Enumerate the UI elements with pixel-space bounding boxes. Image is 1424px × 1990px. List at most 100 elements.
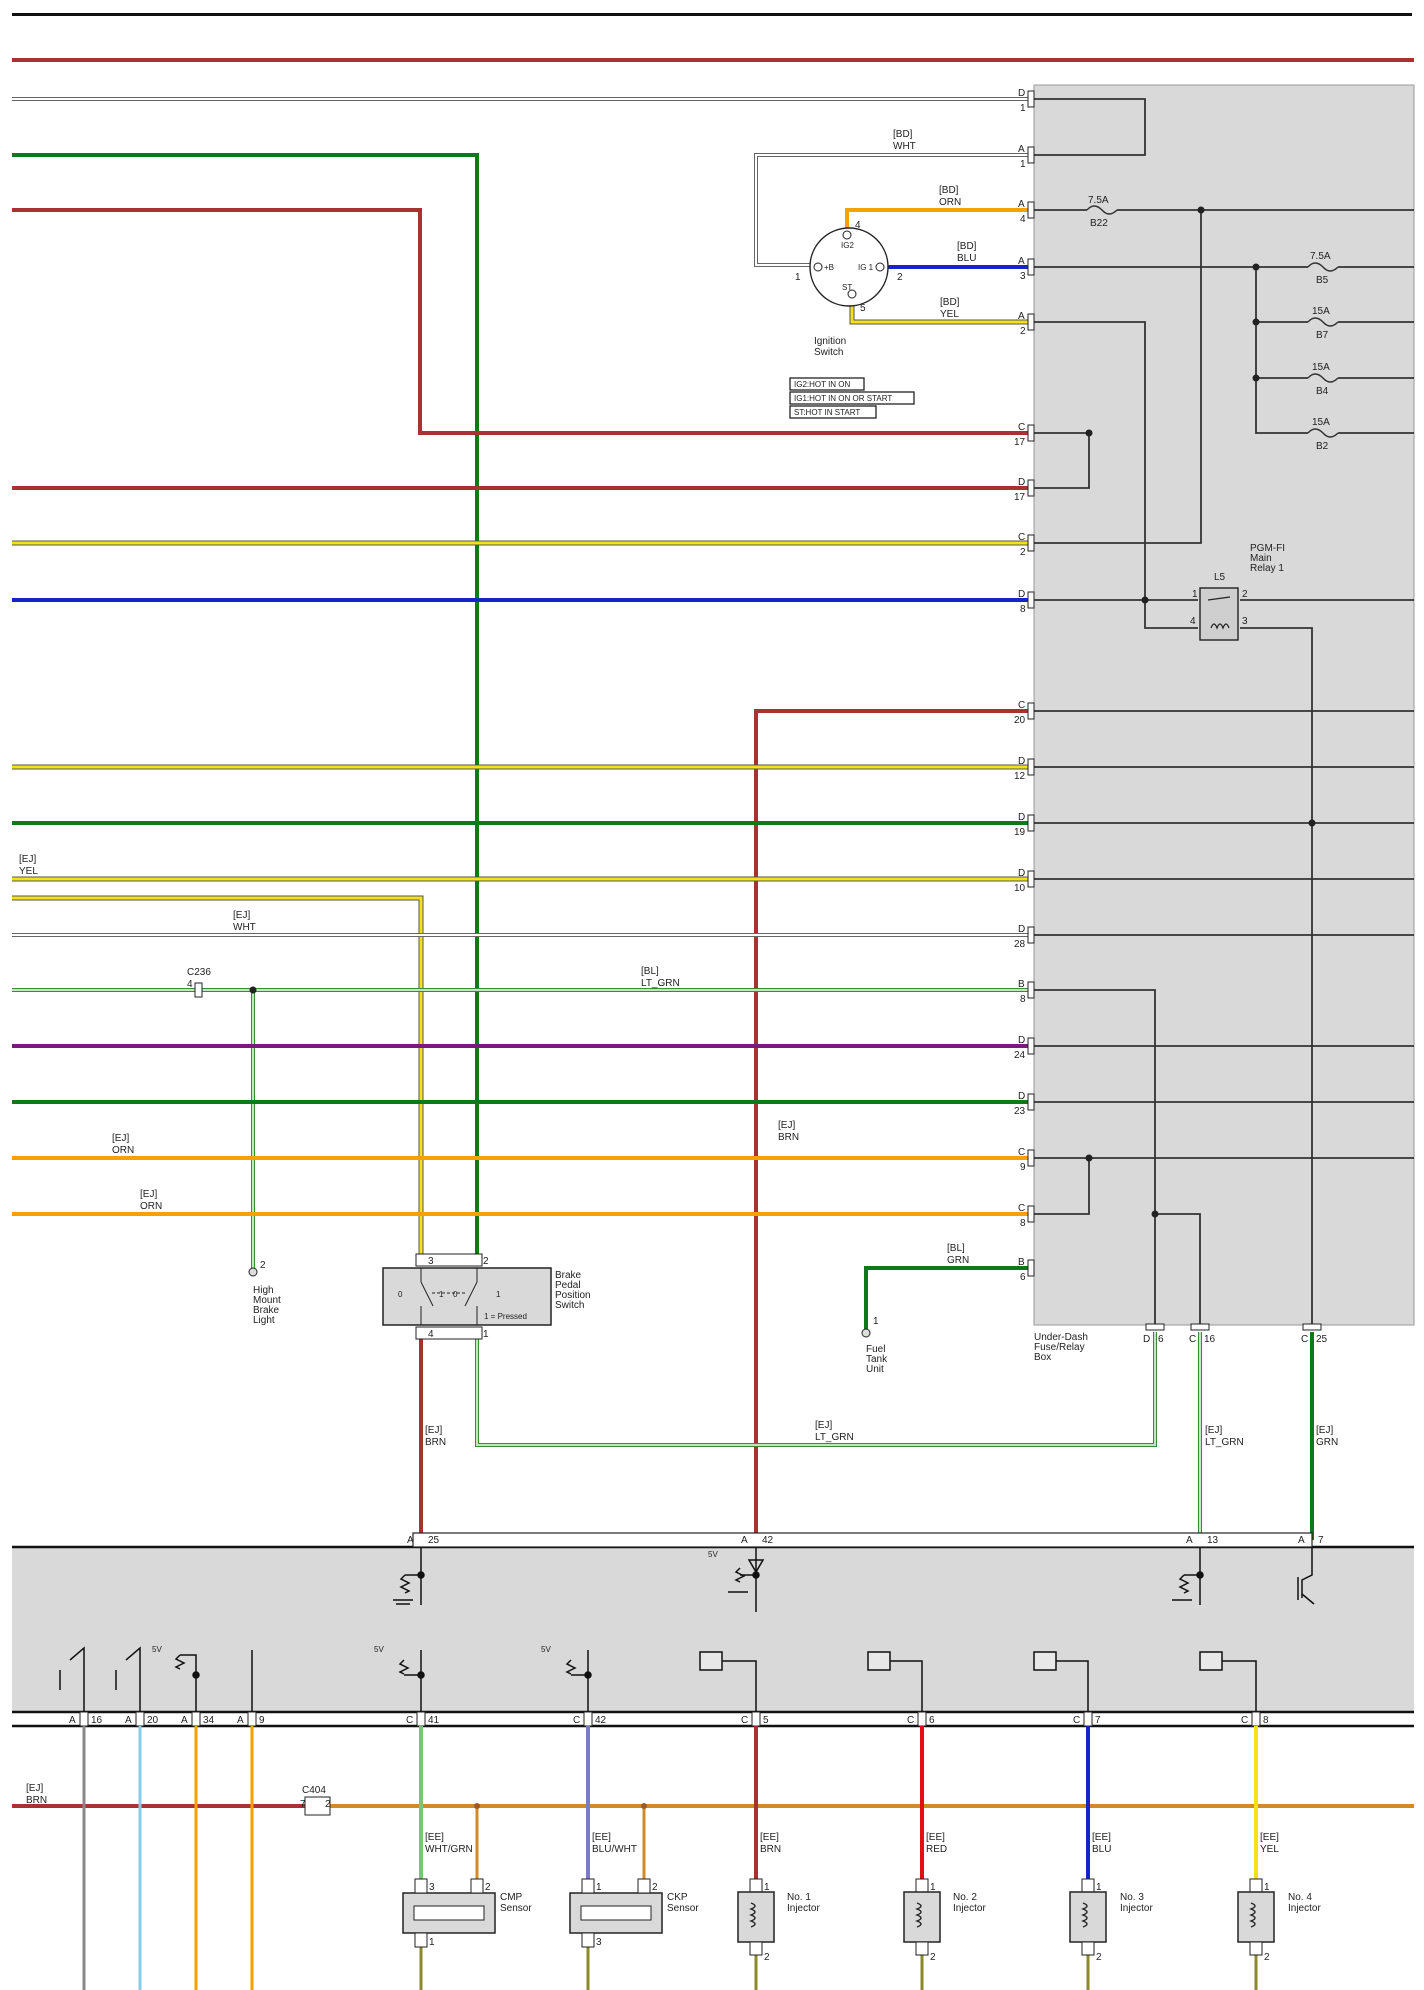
cmp-pin-2: 2 <box>485 1882 491 1893</box>
ignition-switch-body <box>809 227 889 307</box>
inj4-pin-2: 2 <box>1264 1952 1270 1963</box>
ignition-note-3-box <box>789 405 877 419</box>
fuse-box-terminal-conn: D <box>1018 924 1025 935</box>
ecm-bottom-terminal <box>917 1711 927 1727</box>
ecm-bottom-terminal-conn: A <box>237 1715 244 1726</box>
fuse-b7-amp: 15A <box>1312 306 1330 317</box>
fuse-box-terminal-pin: 2 <box>1020 547 1026 558</box>
fuse-b22-amp: 7.5A <box>1088 195 1109 206</box>
fuse-box-terminal-conn: C <box>1018 1203 1025 1214</box>
ckp-pin-1: 1 <box>596 1882 602 1893</box>
injector-body <box>903 1878 941 1956</box>
inj1-wire-2: BRN <box>760 1844 781 1855</box>
label-bd-orn-1: [BD] <box>939 185 959 196</box>
fuse-box-terminal-pin: 1 <box>1020 103 1026 114</box>
label-ej-brn-sw-2: BRN <box>425 1437 446 1448</box>
ignition-name-1: Ignition <box>814 336 846 347</box>
ecm-top-connector <box>412 1532 1313 1548</box>
relay-name-3: Relay 1 <box>1250 563 1284 574</box>
fuse-box-terminal-conn: A <box>1018 256 1025 267</box>
fuse-box-terminal <box>1027 146 1035 164</box>
fuse-box-terminal <box>1027 814 1035 832</box>
ecm-top-terminals: A 25 A 42 A 13 A 7 <box>407 1535 1324 1546</box>
brake-switch-top-conn <box>415 1253 483 1267</box>
ignition-note-3: ST:HOT IN START <box>794 408 860 417</box>
inj1-pin-1: 1 <box>764 1882 770 1893</box>
ckp-name-1: CKP <box>667 1892 688 1903</box>
relay-pin-1: 1 <box>1192 589 1198 600</box>
cmp-junction <box>474 1803 480 1809</box>
inj4-name-1: No. 4 <box>1288 1892 1312 1903</box>
fuse-box-terminal-pin: 3 <box>1020 271 1026 282</box>
inj1-name-2: Injector <box>787 1903 820 1914</box>
inj3-name-2: Injector <box>1120 1903 1153 1914</box>
cmp-name-2: Sensor <box>500 1903 532 1914</box>
ckp-wire-1: [EE] <box>592 1832 611 1843</box>
label-ej-brn-sw-1: [EJ] <box>425 1425 442 1436</box>
ignition-pin-st: 5 <box>860 303 866 314</box>
fuse-box-name-3: Box <box>1034 1352 1051 1363</box>
injector-drivers <box>699 1651 1257 1712</box>
ecm-5v-a34: 5V <box>152 1645 162 1654</box>
ecm-bottom-terminal-conn: A <box>181 1715 188 1726</box>
brake-switch-body <box>382 1267 552 1326</box>
c236-connector <box>194 982 203 998</box>
ecm-bottom-terminal-pin: 41 <box>428 1715 440 1726</box>
fuse-box-terminal <box>1027 702 1035 720</box>
fuse-box-terminal <box>1027 1205 1035 1223</box>
inj3-pin-2: 2 <box>1096 1952 1102 1963</box>
inj4-wire-2: YEL <box>1260 1844 1279 1855</box>
label-bl-grn-2: GRN <box>947 1255 969 1266</box>
cmp-sensor <box>402 1878 496 1948</box>
fuse-box-terminal-pin: 20 <box>1014 715 1026 726</box>
fuse-box-terminal-conn: B <box>1018 1257 1025 1268</box>
label-bd-wht-2: WHT <box>893 141 916 152</box>
ecm-internal-bottom <box>59 1646 592 1712</box>
label-ej-ltgrn-h-1: [EJ] <box>815 1420 832 1431</box>
ecm-bottom-terminal-conn: C <box>741 1715 748 1726</box>
ecm-bottom-terminal-pin: 6 <box>929 1715 935 1726</box>
fuse-box-terminal <box>1027 1037 1035 1055</box>
fuse-box-terminal-pin: 4 <box>1020 214 1026 225</box>
brake-switch-name-4: Switch <box>555 1300 584 1311</box>
c404-pin-7: 7 <box>300 1799 306 1810</box>
fuse-box-terminal <box>1027 1093 1035 1111</box>
label-ej-orn1-1: [EJ] <box>112 1133 129 1144</box>
brake-switch-contact-1a: 1 <box>439 1290 444 1299</box>
fuse-b2-amp: 15A <box>1312 417 1330 428</box>
ecm-top-a13-conn: A <box>1186 1535 1193 1546</box>
ecm-bottom-terminal-conn: C <box>573 1715 580 1726</box>
ecm-bottom-terminal <box>1251 1711 1261 1727</box>
ecm-bottom-terminal <box>191 1711 201 1727</box>
fuse-box-terminal-pin: 6 <box>1020 1272 1026 1283</box>
label-ej-wht-2: WHT <box>233 922 256 933</box>
ignition-pin-b: 1 <box>795 272 801 283</box>
ecm-top-a25-conn: A <box>407 1535 414 1546</box>
inj1-name-1: No. 1 <box>787 1892 811 1903</box>
label-bd-yel-1: [BD] <box>940 297 960 308</box>
wire-ltgrn-sw-d6-in <box>476 1332 1156 1446</box>
ignition-wire-labels: [BD] WHT [BD] ORN [BD] BLU [BD] YEL <box>893 129 977 320</box>
ecm-bottom-terminal <box>79 1711 89 1727</box>
fuse-box-terminal-conn: C <box>1018 532 1025 543</box>
label-ej-orn2-2: ORN <box>140 1201 162 1212</box>
inj2-pin-2: 2 <box>930 1952 936 1963</box>
fuse-box-terminal-pin: 17 <box>1014 437 1026 448</box>
label-bd-yel-2: YEL <box>940 309 959 320</box>
inj3-pin-1: 1 <box>1096 1882 1102 1893</box>
fuse-box-terminal-conn: D <box>1018 589 1025 600</box>
ecm-bottom-terminal <box>247 1711 257 1727</box>
fuse-b22-id: B22 <box>1090 218 1108 229</box>
left-wire-labels: [EJ] YEL [EJ] WHT [BL] LT_GRN [EJ] BRN [… <box>19 854 1338 1806</box>
inj2-name-2: Injector <box>953 1903 986 1914</box>
fuse-b2-id: B2 <box>1316 441 1329 452</box>
fuse-box-terminal <box>1027 90 1035 108</box>
fuse-box-terminal-conn: D <box>1018 88 1025 99</box>
ecm-top-a13-pin: 13 <box>1207 1535 1219 1546</box>
fuse-box-terminal-pin: 9 <box>1020 1162 1026 1173</box>
fuse-box-terminal-pin: 28 <box>1014 939 1026 950</box>
fuse-box-terminal-conn: D <box>1018 477 1025 488</box>
relay-pin-2: 2 <box>1242 589 1248 600</box>
cmp-pin-3: 3 <box>429 1882 435 1893</box>
fuse-box-terminal-conn: B <box>1018 979 1025 990</box>
